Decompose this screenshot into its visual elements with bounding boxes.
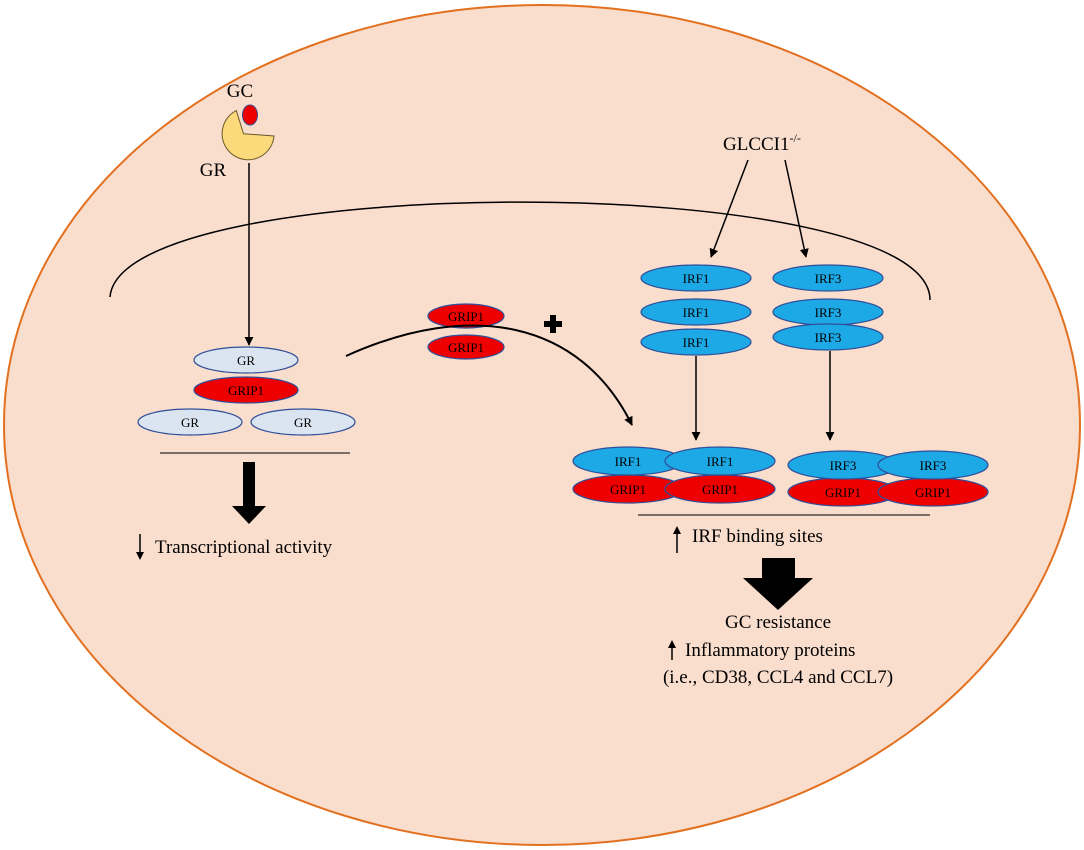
gr-molecule [193, 346, 299, 374]
gr-molecule [137, 408, 243, 436]
grip1-molecule-label: GRIP1 [825, 485, 861, 500]
irf1-molecule-label: IRF1 [615, 454, 642, 469]
gr-molecule-label: GR [294, 415, 312, 430]
glcci1-knockout-label: GLCCI1-/- [723, 131, 801, 155]
irf3-molecule-label: IRF3 [815, 271, 842, 286]
examples-label: (i.e., CD38, CCL4 and CCL7) [663, 667, 893, 688]
irf1-molecule-label: IRF1 [707, 454, 734, 469]
gr-receptor-icon [221, 109, 275, 161]
irf3-molecule [877, 450, 989, 480]
transcriptional-activity-label: Transcriptional activity [155, 537, 333, 558]
irf3-stack: IRF3 IRF3 IRF3 [772, 264, 884, 351]
irf3-molecule-label: IRF3 [830, 458, 857, 473]
grip1-molecule-label: GRIP1 [610, 482, 646, 497]
cell-membrane [3, 4, 1081, 846]
irf3-molecule-label: IRF3 [815, 305, 842, 320]
grip1-molecule-label: GRIP1 [915, 485, 951, 500]
gr-molecule-label: GR [237, 353, 255, 368]
grip1-molecule [427, 334, 505, 360]
grip1-molecule-label: GRIP1 [448, 340, 484, 355]
plus-icon [544, 315, 562, 333]
irf3-molecule-label: IRF3 [920, 458, 947, 473]
gc-ligand [242, 104, 258, 126]
gr-molecule-label: GR [181, 415, 199, 430]
irf1-molecule-label: IRF1 [683, 335, 710, 350]
gr-molecule [250, 408, 356, 436]
gr-grip1-complex: GR GRIP1 GR GR [137, 346, 356, 436]
gr-receptor-label: GR [200, 160, 227, 181]
irf3-molecule [772, 323, 884, 351]
grip1-molecule-label: GRIP1 [702, 482, 738, 497]
irf1-molecule [640, 298, 752, 326]
irf1-grip1-complex: GRIP1 GRIP1 IRF1 IRF1 [572, 446, 776, 504]
irf1-molecule-label: IRF1 [683, 305, 710, 320]
grip1-molecule [427, 303, 505, 329]
irf3-molecule-label: IRF3 [815, 330, 842, 345]
gc-label: GC [227, 81, 253, 102]
glcci1-to-irf3-arrow [784, 159, 809, 258]
thick-down-arrow-right [743, 558, 813, 610]
irf1-molecule [640, 328, 752, 356]
irf-binding-sites-label: IRF binding sites [692, 526, 823, 547]
inflammatory-proteins-label: Inflammatory proteins [685, 640, 855, 661]
irf1-molecule [664, 446, 776, 476]
irf1-molecule [640, 264, 752, 292]
arrow-down-icon [136, 534, 144, 560]
glcci1-to-irf1-arrow [709, 159, 749, 258]
grip1-molecule [193, 376, 299, 404]
irf3-molecule [772, 264, 884, 292]
grip1-molecule-label: GRIP1 [448, 309, 484, 324]
grip1-redistribution-arrow [345, 324, 633, 426]
thick-down-arrow-left [232, 462, 266, 524]
arrow-up-icon [668, 640, 676, 660]
gc-resistance-label: GC resistance [725, 612, 831, 633]
nuclear-envelope [109, 201, 931, 301]
arrow-up-icon [673, 526, 681, 553]
grip1-molecule-label: GRIP1 [228, 383, 264, 398]
irf1-molecule-label: IRF1 [683, 271, 710, 286]
irf3-grip1-complex: GRIP1 GRIP1 IRF3 IRF3 [787, 450, 989, 507]
irf1-stack: IRF1 IRF1 IRF1 [640, 264, 752, 356]
